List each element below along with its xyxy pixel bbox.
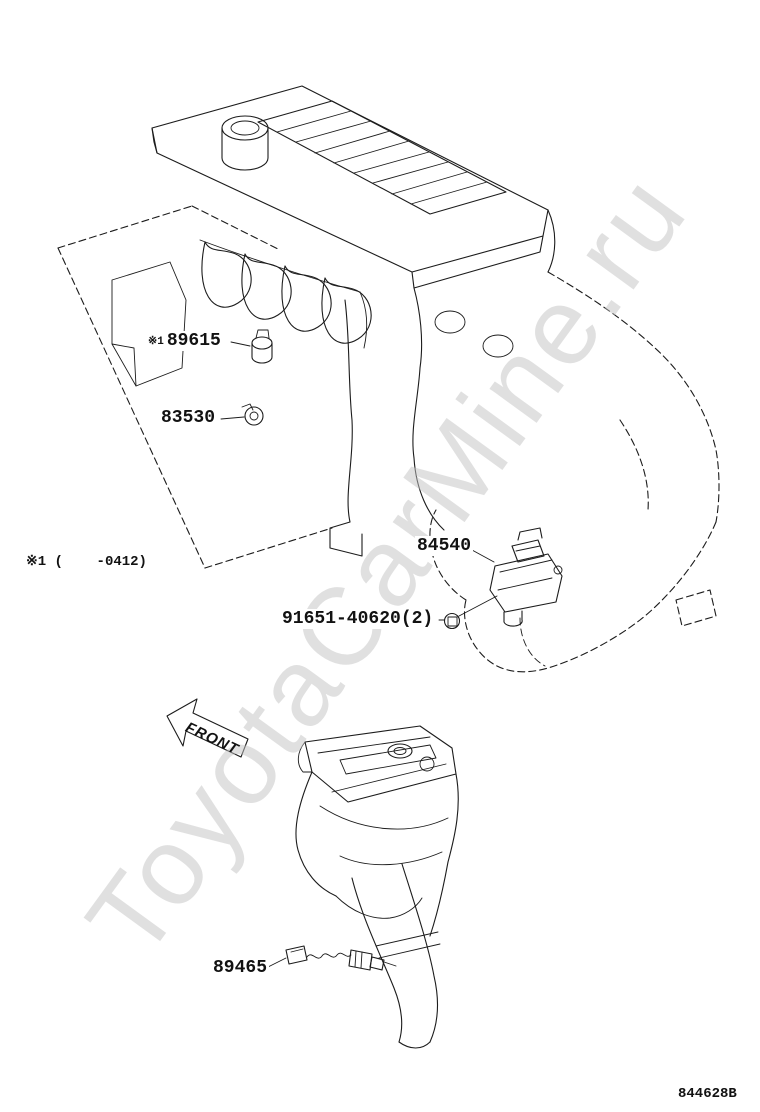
switch-assembly-drawing [489, 527, 563, 667]
bolt-symbol [443, 595, 498, 630]
part-label-91651-40620[interactable]: 91651-40620(2) [280, 609, 436, 629]
part-label-89465[interactable]: 89465 [211, 958, 270, 978]
top-engine-illustration [57, 85, 720, 673]
leader-line-89465 [267, 957, 287, 968]
part-label-84540-number: 84540 [417, 536, 472, 556]
part-label-89615-number: 89615 [166, 331, 221, 351]
part-label-91651-number: 91651-40620(2) [282, 609, 434, 629]
diagram-code: 844628B [678, 1086, 737, 1102]
part-label-84540[interactable]: 84540 [415, 536, 474, 556]
part-label-89465-number: 89465 [213, 958, 268, 978]
oxygen-sensor-drawing [285, 945, 397, 971]
applicability-note: ※1 ( -0412) [26, 553, 147, 570]
part-label-83530-number: 83530 [161, 408, 216, 428]
bottom-engine-illustration [295, 725, 459, 1049]
leader-line-84540 [471, 549, 495, 563]
knock-sensor-drawing [251, 329, 273, 364]
part-label-83530[interactable]: 83530 [159, 408, 218, 428]
leader-line-83530 [220, 416, 245, 420]
oil-pressure-switch-drawing [241, 403, 264, 426]
front-arrow-icon [166, 698, 249, 758]
leader-line-89615 [230, 341, 251, 347]
part-label-89615-prefix: ※1 [148, 336, 164, 348]
